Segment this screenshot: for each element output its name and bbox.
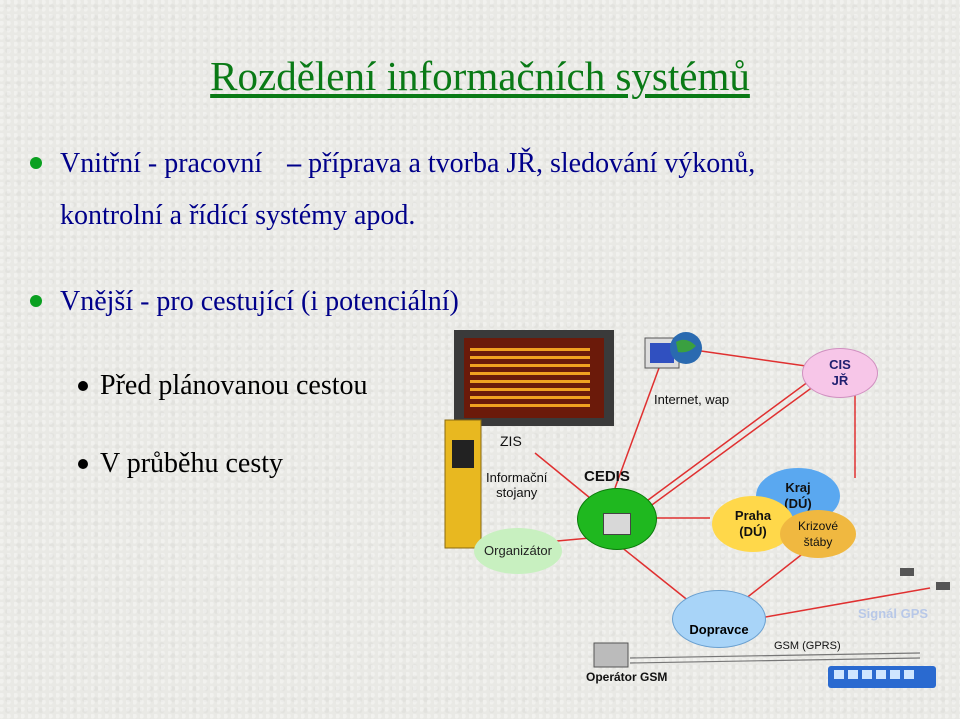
bullet-internal-rest: příprava a tvorba JŘ, sledování výkonů, — [308, 148, 756, 179]
gsm-operator-computer-icon — [593, 642, 629, 668]
label-cedis: CEDIS — [584, 468, 630, 485]
bullet-dot — [30, 295, 42, 307]
link-dopravce-praha — [739, 547, 811, 604]
diagram-connections — [444, 330, 950, 688]
bullet-dot — [30, 157, 42, 169]
label-operator: Operátor GSM — [586, 670, 668, 684]
link-zis-cedis — [534, 452, 591, 499]
sub-bullet-dot — [78, 459, 88, 469]
slide-title: Rozdělení informačních systémů — [210, 53, 750, 99]
sub-bullet-dot — [78, 381, 88, 391]
node-organizator: Organizátor — [474, 528, 562, 574]
satellite-icon — [900, 568, 914, 576]
sub-bullet-during-trip: V průběhu cesty — [100, 448, 283, 479]
node-dopravce-label: Dopravce — [689, 622, 749, 637]
system-diagram: Internet, wap CIS JŘ ZIS Informační stoj… — [440, 328, 960, 719]
satellite-icon — [936, 582, 950, 590]
bullet-internal-line2: kontrolní a řídící systémy apod. — [60, 200, 416, 231]
link-cedis-cis-2 — [644, 377, 826, 511]
label-gsm: GSM (GPRS) — [774, 640, 841, 652]
link-cedis-cis — [639, 372, 821, 507]
label-gps: Signál GPS — [858, 606, 929, 621]
bullet-external: Vnější - pro cestující (i potenciální) — [60, 286, 459, 317]
sub-bullet-before-trip: Před plánovanou cestou — [100, 370, 368, 401]
label-stojany: Informační stojany — [486, 470, 548, 500]
node-cedis — [577, 488, 657, 550]
node-praha: Praha (DÚ) — [712, 496, 794, 552]
label-internet: Internet, wap — [654, 392, 730, 407]
bullet-internal-lead: Vnitřní - pracovní — [60, 148, 263, 179]
link-internet-cis — [679, 347, 821, 369]
link-gsm-2 — [629, 657, 921, 664]
label-zis: ZIS — [500, 433, 522, 449]
bullet-internal: Vnitřní - pracovní – příprava a tvorba J… — [60, 148, 755, 180]
link-gsm — [629, 652, 921, 659]
link-dopravce-gps — [759, 587, 931, 619]
node-dopravce: Dopravce — [672, 590, 766, 648]
node-cedis-icon — [603, 513, 631, 535]
info-kiosk-photo — [444, 419, 482, 549]
node-cis: CIS JŘ — [802, 348, 878, 398]
node-krizove: Krizové štáby — [780, 510, 856, 558]
bullet-internal-dash: – — [287, 148, 302, 179]
